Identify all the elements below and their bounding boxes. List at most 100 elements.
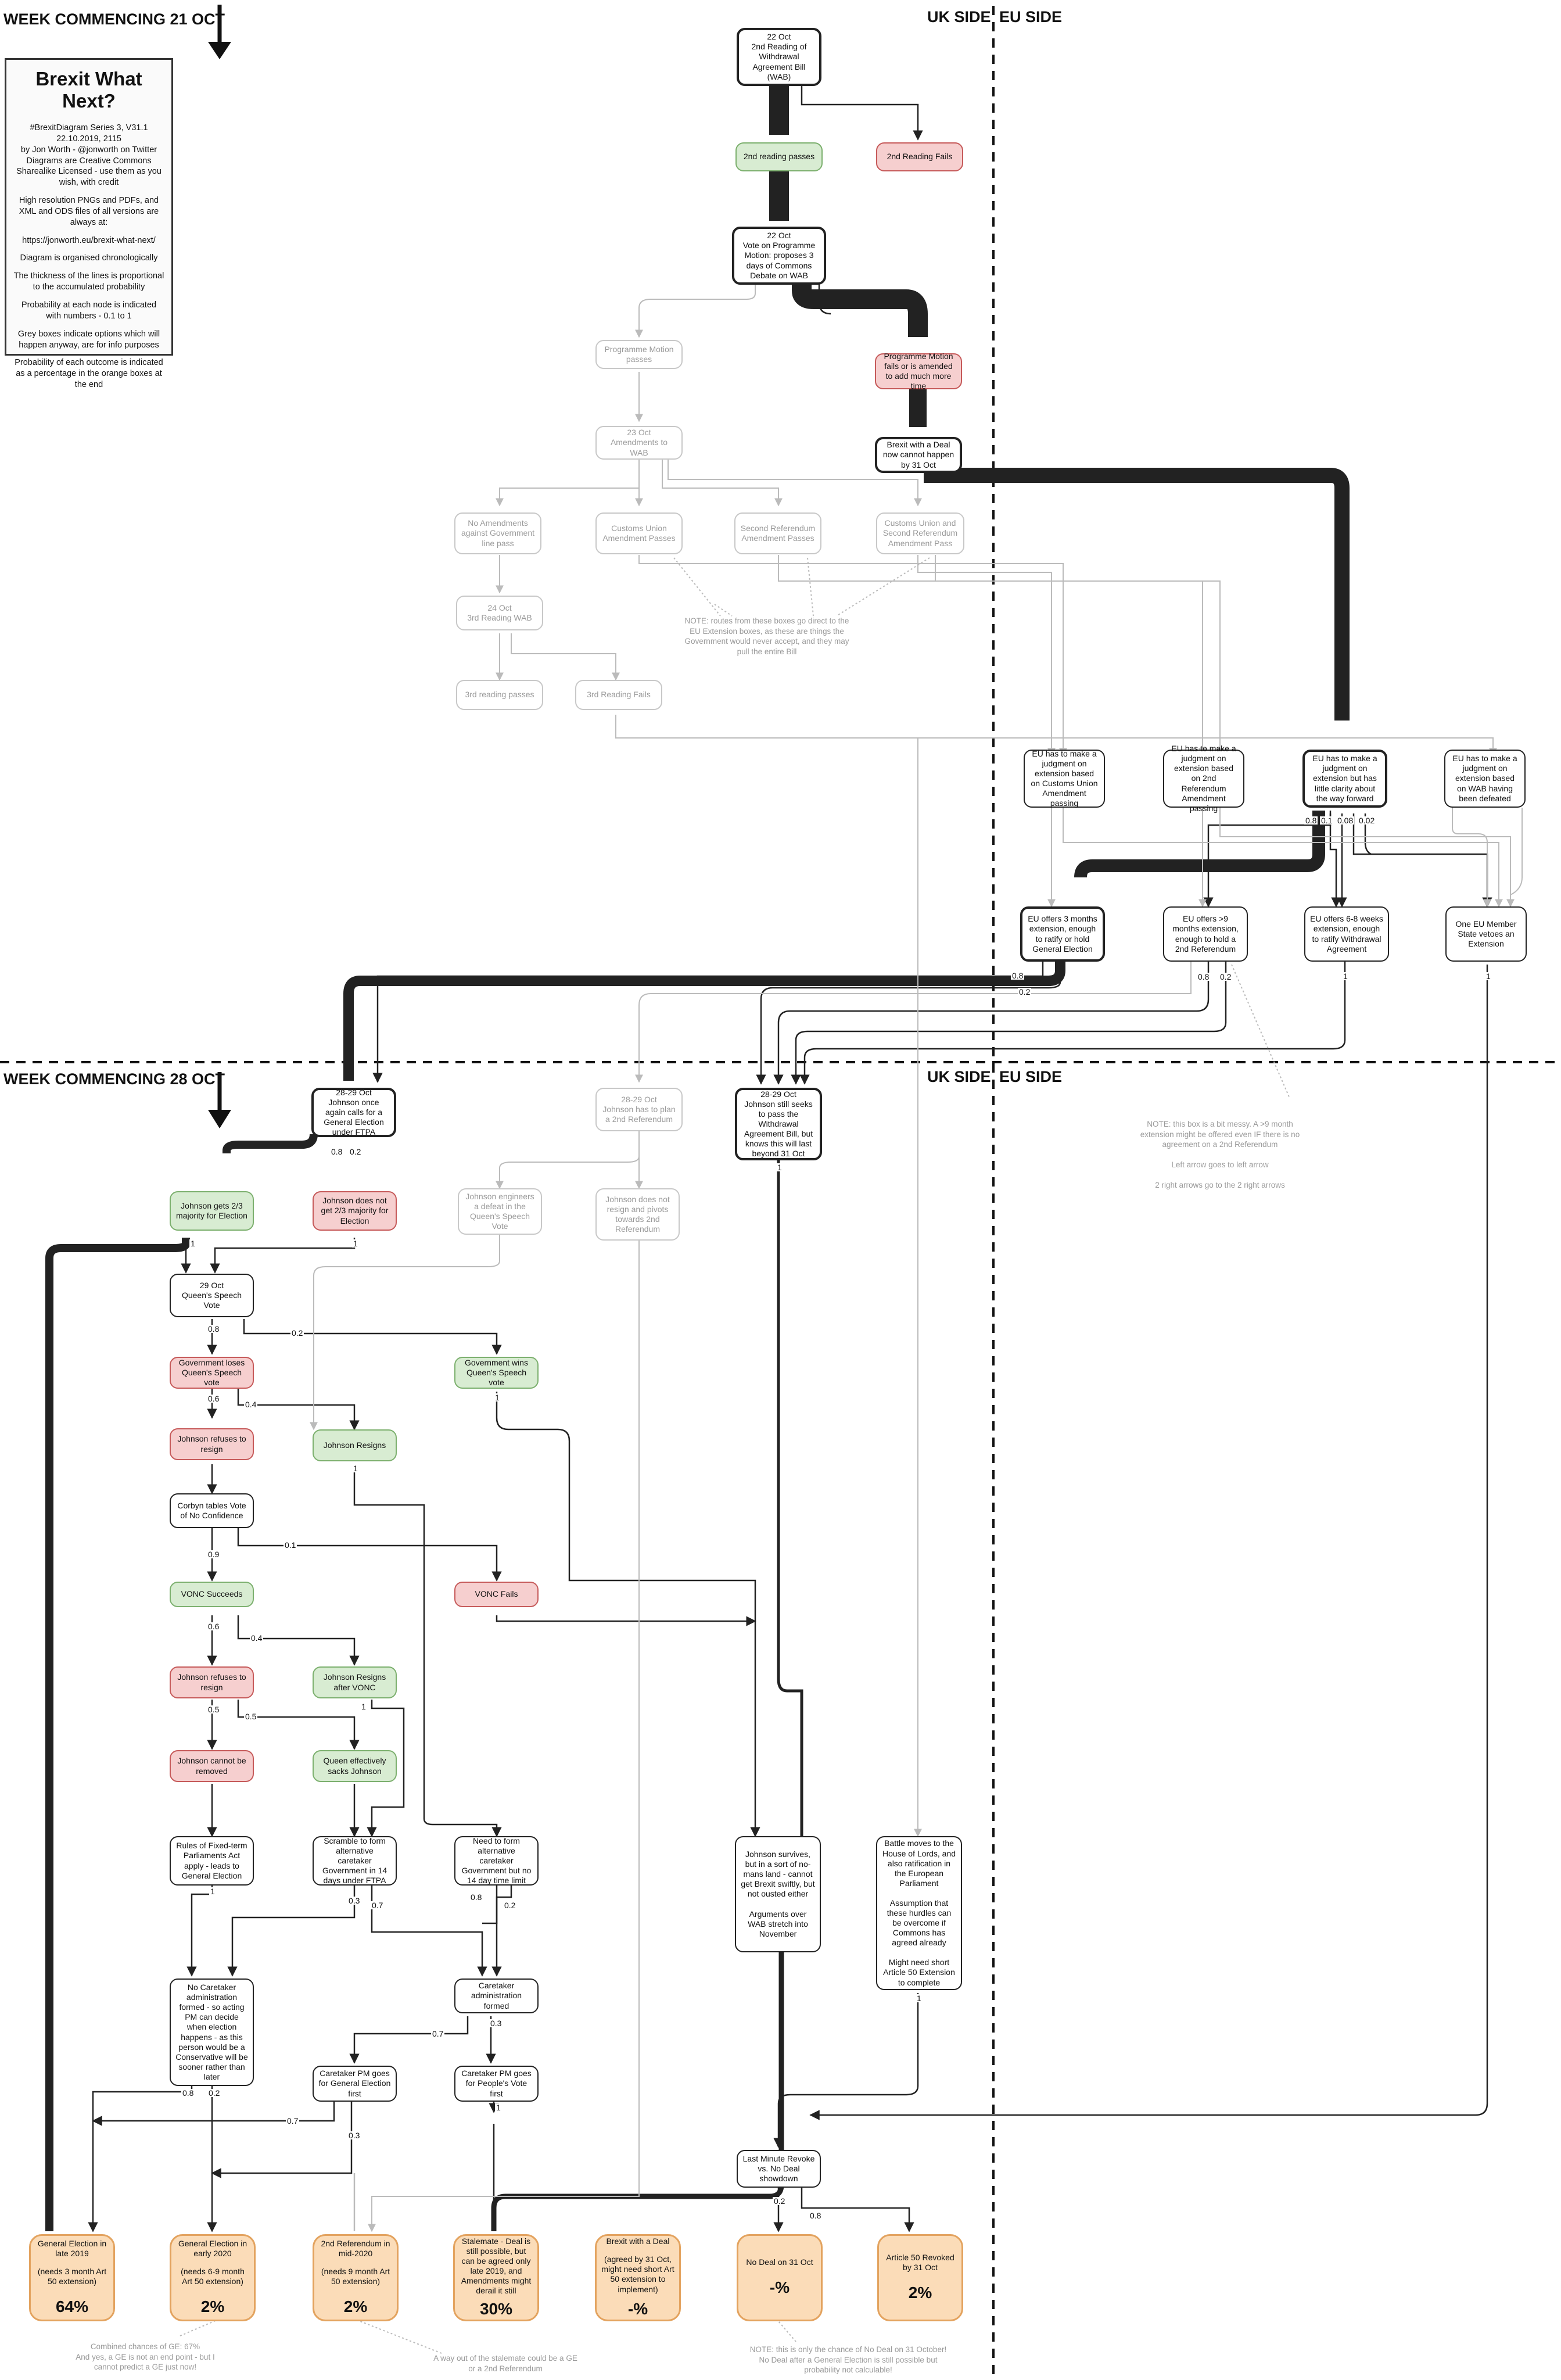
prob-label: 0.2: [207, 2088, 221, 2098]
node-form-caretaker-no-limit: Need to form alternative caretaker Gover…: [454, 1836, 539, 1886]
prob-label: 0.2: [773, 2196, 787, 2206]
node-eu-veto: One EU Member State vetoes an Extension: [1445, 906, 1527, 962]
legend-thickness: The thickness of the lines is proportion…: [13, 271, 164, 292]
note-stalemate-way-out: A way out of the stalemate could be a GE…: [433, 2354, 577, 2373]
outcome-brexit-with-deal: Brexit with a Deal (agreed by 31 Oct, mi…: [595, 2234, 681, 2321]
outcome-stalemate: Stalemate - Deal is still possible, but …: [453, 2234, 539, 2321]
node-second-reading-fails: 2nd Reading Fails: [876, 142, 963, 171]
node-johnson-resigns-after-vonc: Johnson Resigns after VONC: [313, 1666, 397, 1698]
outcome-title: General Election in late 2019: [37, 2238, 107, 2258]
outcome-percent: 2%: [343, 2297, 368, 2316]
node-johnson-seeks-pass-wab: 28-29 Oct Johnson still seeks to pass th…: [735, 1088, 822, 1160]
legend-grey: Grey boxes indicate options which will h…: [17, 329, 160, 350]
node-johnson-gets-two-thirds: Johnson gets 2/3 majority for Election: [170, 1191, 254, 1231]
node-johnson-survives: Johnson survives, but in a sort of no-ma…: [735, 1836, 821, 1952]
outcome-percent: -%: [769, 2278, 790, 2297]
node-no-caretaker-formed: No Caretaker administration formed - so …: [170, 1978, 254, 2086]
note-eu-box-messy: NOTE: this box is a bit messy. A >9 mont…: [1140, 1120, 1300, 1190]
node-johnson-cannot-be-removed: Johnson cannot be removed: [170, 1750, 254, 1782]
outcome-title: Brexit with a Deal: [606, 2236, 670, 2246]
node-ftpa-rules-apply: Rules of Fixed-term Parliaments Act appl…: [170, 1836, 254, 1886]
prob-label: 1: [1342, 972, 1349, 981]
prob-label: 0.6: [207, 1394, 221, 1403]
node-third-reading: 24 Oct 3rd Reading WAB: [456, 596, 543, 630]
prob-label: 0.2: [1219, 972, 1233, 981]
prob-label: 1: [209, 1887, 216, 1896]
outcome-2nd-referendum: 2nd Referendum in mid-2020 (needs 9 mont…: [313, 2234, 399, 2321]
node-corbyn-vonc: Corbyn tables Vote of No Confidence: [170, 1493, 254, 1528]
legend-files: High resolution PNGs and PDFs, and XML a…: [19, 196, 159, 227]
node-wab-second-reading: 22 Oct 2nd Reading of Withdrawal Agreeme…: [737, 28, 821, 86]
prob-label: 0.08: [1336, 816, 1355, 825]
outcome-sub: (agreed by 31 Oct, might need short Art …: [601, 2254, 674, 2294]
prob-label: 0.3: [347, 2131, 361, 2140]
legend-title: Brexit What Next?: [35, 68, 142, 112]
node-caretaker-formed: Caretaker administration formed: [454, 1978, 539, 2013]
prob-label: 0.2: [503, 1901, 517, 1910]
prob-label: 0.1: [1320, 816, 1334, 825]
node-customs-union-amendment: Customs Union Amendment Passes: [595, 512, 683, 554]
prob-label: 1: [1485, 972, 1492, 981]
node-no-deal-by-31oct: Brexit with a Deal now cannot happen by …: [875, 437, 962, 473]
legend-credits: #BrexitDiagram Series 3, V31.1 22.10.201…: [16, 123, 162, 188]
uk-side-label-2: UK SIDE: [927, 1068, 991, 1085]
node-third-reading-passes: 3rd reading passes: [456, 680, 543, 710]
prob-label: 1: [360, 1702, 367, 1711]
prob-label: 0.3: [347, 1896, 361, 1905]
outcome-sub: (needs 6-9 month Art 50 extension): [181, 2266, 245, 2286]
outcome-percent: 30%: [479, 2300, 513, 2318]
outcome-title: General Election in early 2020: [178, 2238, 247, 2258]
prob-label: 1: [916, 1994, 923, 2003]
prob-label: 1: [352, 1239, 359, 1248]
node-third-reading-fails: 3rd Reading Fails: [575, 680, 662, 710]
node-eu-judgment-little-clarity: EU has to make a judgment on extension b…: [1302, 750, 1387, 808]
node-johnson-resigns: Johnson Resigns: [313, 1429, 397, 1461]
outcome-ge-early-2020: General Election in early 2020 (needs 6-…: [170, 2234, 256, 2321]
outcome-ge-late-2019: General Election in late 2019 (needs 3 m…: [29, 2234, 115, 2321]
note-combined-ge: Combined chances of GE: 67% And yes, a G…: [76, 2342, 215, 2372]
prob-label: 0.8: [207, 1324, 221, 1334]
outcome-article-50-revoked: Article 50 Revoked by 31 Oct 2%: [877, 2234, 963, 2321]
node-caretaker-pm-peoples-vote: Caretaker PM goes for People's Vote firs…: [454, 2066, 539, 2102]
node-cu-and-2ref-amendment: Customs Union and Second Referendum Amen…: [876, 512, 964, 554]
node-engineers-defeat: Johnson engineers a defeat in the Queen'…: [458, 1188, 542, 1235]
prob-label: 0.1: [284, 1540, 297, 1550]
node-no-amendments: No Amendments against Government line pa…: [454, 512, 541, 554]
prob-label: 0.02: [1358, 816, 1376, 825]
prob-label: 0.6: [207, 1622, 221, 1631]
node-johnson-plans-referendum: 28-29 Oct Johnson has to plan a 2nd Refe…: [595, 1088, 683, 1131]
legend-url[interactable]: https://jonworth.eu/brexit-what-next/: [22, 235, 156, 245]
legend-outcomes: Probability of each outcome is indicated…: [15, 358, 163, 390]
outcome-title: Article 50 Revoked by 31 Oct: [886, 2252, 954, 2272]
outcome-sub: (needs 3 month Art 50 extension): [37, 2266, 107, 2286]
outcome-percent: -%: [627, 2299, 648, 2318]
prob-label: 0.2: [290, 1328, 304, 1338]
node-johnson-refuses-resign-1: Johnson refuses to resign: [170, 1428, 254, 1460]
node-battle-house-of-lords: Battle moves to the House of Lords, and …: [876, 1836, 962, 1990]
prob-label: 0.8: [181, 2088, 195, 2098]
note-amendment-routes: NOTE: routes from these boxes go direct …: [684, 616, 849, 656]
uk-side-label: UK SIDE: [927, 8, 991, 26]
node-second-reading-passes: 2nd reading passes: [735, 142, 823, 171]
outcome-no-deal: No Deal on 31 Oct -%: [737, 2234, 823, 2321]
prob-label: 0.7: [431, 2029, 445, 2038]
prob-label: 0.8: [469, 1892, 483, 1902]
prob-label: 1: [189, 1239, 196, 1248]
outcome-percent: 64%: [55, 2297, 89, 2316]
week2-header: WEEK COMMENCING 28 OCT: [3, 1070, 225, 1088]
node-amendments-wab: 23 Oct Amendments to WAB: [595, 426, 683, 460]
prob-label: 0.8: [1011, 971, 1025, 980]
node-programme-motion-fails: Programme Motion fails or is amended to …: [875, 352, 962, 390]
node-revoke-vs-no-deal: Last Minute Revoke vs. No Deal showdown: [737, 2150, 821, 2188]
prob-label: 0.4: [250, 1633, 264, 1643]
prob-label: 0.8: [330, 1147, 344, 1156]
legend-probability: Probability at each node is indicated wi…: [21, 300, 157, 321]
outcome-title: No Deal on 31 Oct: [746, 2257, 813, 2267]
eu-side-label: EU SIDE: [999, 8, 1063, 26]
week1-header: WEEK COMMENCING 21 OCT: [3, 10, 225, 28]
node-eu-judgment-customs-union: EU has to make a judgment on extension b…: [1024, 749, 1105, 808]
prob-label: 0.3: [489, 2019, 503, 2028]
node-does-not-resign-pivots: Johnson does not resign and pivots towar…: [595, 1188, 680, 1241]
prob-label: 0.2: [1018, 987, 1032, 997]
